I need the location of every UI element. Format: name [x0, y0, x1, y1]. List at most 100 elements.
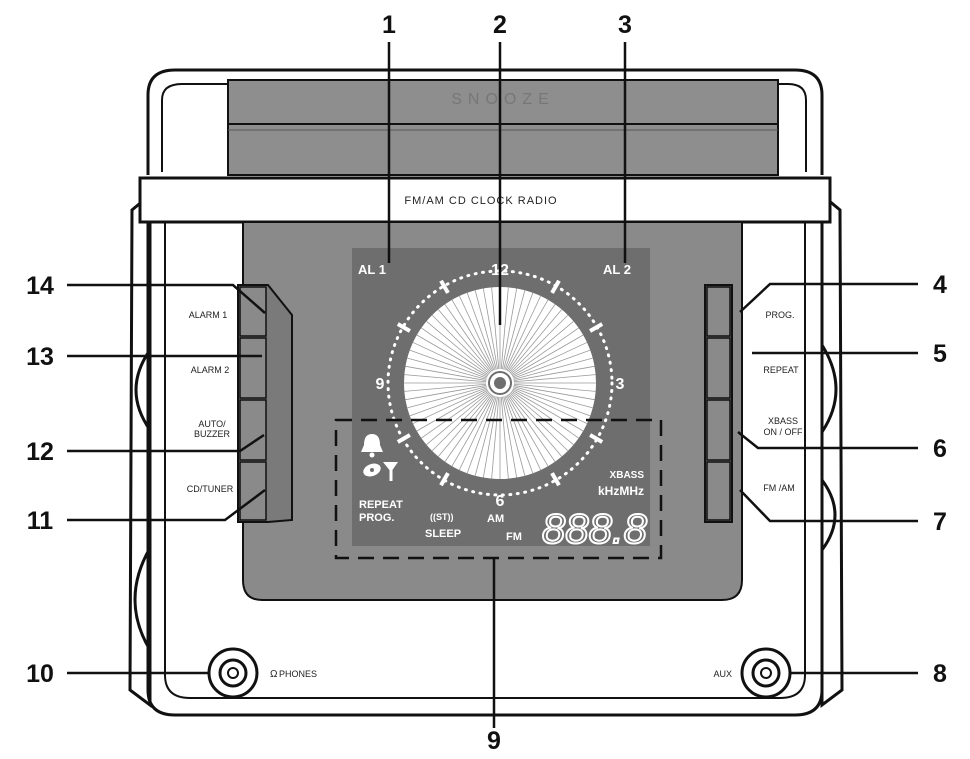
hour-tick — [550, 472, 561, 487]
hour-tick — [396, 322, 411, 333]
cd-spoke — [459, 295, 495, 371]
hour-tick — [589, 322, 604, 333]
xbass-label-line1: XBASS — [768, 416, 798, 426]
hour-tick — [439, 472, 450, 487]
alarm2-button[interactable] — [239, 337, 267, 399]
am-indicator: AM — [487, 513, 504, 525]
leader-lines — [67, 42, 918, 728]
cd-spoke — [504, 396, 534, 474]
hour-9: 9 — [376, 376, 385, 393]
cd-spoke — [505, 295, 541, 371]
fm-indicator: FM — [506, 531, 522, 543]
auto-buzzer-label-line1: AUTO/ — [198, 419, 226, 429]
snooze-label: SNOOZE — [451, 91, 555, 108]
phones-label: PHONES — [279, 669, 317, 679]
cd-spoke — [511, 389, 584, 432]
callout-14: 14 — [26, 272, 54, 300]
xbass-button[interactable] — [706, 399, 731, 461]
cd-icon — [363, 463, 381, 477]
cd-spoke — [512, 388, 588, 424]
cd-spoke — [404, 374, 487, 383]
cd-spoke — [512, 342, 588, 378]
cd-spoke — [513, 383, 596, 392]
model-label: FM/AM CD CLOCK RADIO — [404, 195, 557, 207]
cd-spoke — [506, 394, 549, 467]
cd-spoke — [451, 394, 494, 467]
cd-spoke — [421, 327, 489, 376]
cd-spoke — [466, 292, 496, 370]
cd-spoke — [511, 390, 579, 439]
hour-3: 3 — [616, 376, 625, 393]
callout-13: 13 — [26, 343, 54, 371]
frequency-digits: 888.8 — [542, 505, 648, 552]
cd-spoke — [502, 396, 518, 478]
cd-spoke — [482, 396, 498, 478]
cd-spoke — [426, 320, 490, 375]
auto-buzzer-button[interactable] — [239, 399, 267, 461]
cd-spoke — [509, 392, 569, 452]
cd-spoke — [482, 288, 498, 370]
cd-spoke — [503, 290, 526, 370]
khz-mhz-indicator: kHzMHz — [598, 484, 644, 498]
hour-tick — [439, 279, 450, 294]
cd-spoke — [444, 304, 493, 372]
cd-spoke — [474, 290, 497, 370]
cd-spoke — [407, 386, 487, 409]
bell-icon — [361, 434, 383, 458]
model-band: FM/AM CD CLOCK RADIO — [138, 176, 832, 224]
cd-spoke — [421, 390, 489, 439]
callout-2: 2 — [493, 11, 507, 39]
cd-spoke — [506, 299, 549, 372]
stereo-indicator: ((ST)) — [430, 512, 454, 522]
cd-spoke — [502, 288, 518, 370]
repeat-button[interactable] — [706, 337, 731, 399]
cd-spoke — [508, 393, 563, 457]
cd-spoke — [451, 299, 494, 372]
cd-spoke — [500, 287, 509, 370]
cd-spoke — [416, 334, 489, 377]
cd-spoke — [513, 387, 591, 417]
callout-9: 9 — [487, 727, 501, 754]
al2-indicator: AL 2 — [603, 262, 631, 277]
cd-tuner-label: CD/TUNER — [187, 484, 234, 494]
cd-spoke — [491, 287, 500, 370]
hour-tick — [589, 433, 604, 444]
cd-spoke — [503, 396, 526, 476]
xbass-indicator: XBASS — [610, 470, 645, 481]
right-button-strip — [704, 284, 733, 523]
callout-1: 1 — [382, 11, 396, 39]
left-button-labels: ALARM 1 ALARM 2 AUTO/ BUZZER CD/TUNER — [187, 310, 234, 494]
alarm2-label: ALARM 2 — [191, 365, 230, 375]
cd-spoke — [510, 391, 574, 446]
cd-spoke — [474, 396, 497, 476]
aux-jack[interactable] — [740, 647, 792, 699]
snooze-bar[interactable]: SNOOZE — [227, 79, 779, 176]
aux-label: AUX — [713, 669, 732, 679]
antenna-icon — [383, 462, 398, 481]
prog-indicator: PROG. — [359, 512, 394, 524]
cd-spoke — [505, 395, 541, 471]
callout-5: 5 — [933, 340, 947, 368]
prog-button[interactable] — [706, 286, 731, 337]
cd-spoke — [409, 387, 487, 417]
auto-buzzer-label-line2: BUZZER — [194, 429, 231, 439]
cd-spoke — [437, 309, 492, 373]
right-button-labels: PROG. REPEAT XBASS ON / OFF FM /AM — [763, 310, 803, 493]
repeat-indicator: REPEAT — [359, 499, 403, 511]
cd-spoke — [511, 327, 579, 376]
cd-spoke — [513, 374, 596, 383]
cd-spoke — [504, 292, 534, 370]
cd-spoke — [507, 304, 556, 372]
sleep-indicator: SLEEP — [425, 528, 461, 540]
phones-jack[interactable] — [207, 647, 259, 699]
fm-am-button[interactable] — [706, 461, 731, 521]
callout-12: 12 — [26, 438, 54, 466]
cd-spoke — [416, 389, 489, 432]
prog-label: PROG. — [765, 310, 794, 320]
cd-spoke — [412, 388, 488, 424]
hour-ticks — [396, 279, 604, 487]
cd-spoke — [444, 394, 493, 462]
cd-spoke — [404, 383, 487, 392]
